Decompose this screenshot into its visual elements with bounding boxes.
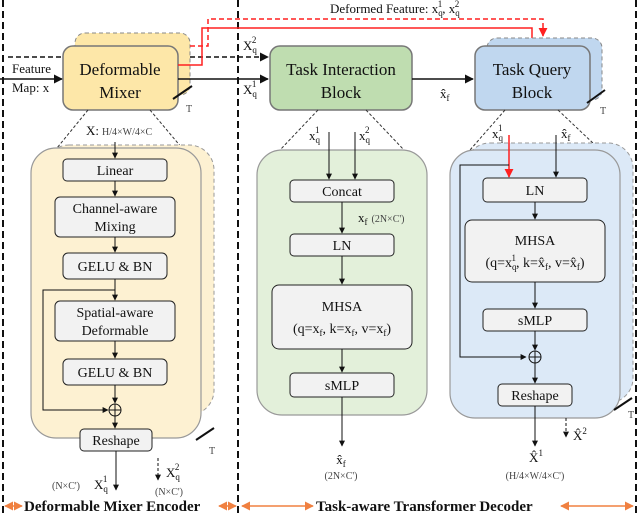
op-cam-label-1: Channel-aware — [73, 202, 158, 217]
xq1-label: Xq1 — [243, 79, 257, 99]
deformable-mixer-label-2: Mixer — [99, 83, 141, 102]
zoom-line-left — [469, 109, 506, 151]
feature-input-label-2: Map: x — [12, 80, 50, 95]
op-mhsa — [271, 284, 413, 350]
op-gelu-bn-2-label: GELU & BN — [78, 366, 153, 381]
tqb-out1-label: X̂1 — [529, 448, 543, 465]
tib-label-1: Task Interaction — [286, 60, 396, 79]
encoder-repeat-label: T — [209, 446, 215, 457]
op-mhsa-label: MHSA — [322, 300, 363, 315]
tqb-op-smlp-label: sMLP — [518, 314, 552, 329]
encoder-panel — [30, 147, 202, 439]
tib-label-2: Block — [321, 83, 362, 102]
tib-out-label: x̂f — [336, 452, 346, 469]
op-smlp-label: sMLP — [325, 379, 359, 394]
encoder-out1-dims: (N×C') — [52, 481, 80, 492]
deformable-mixer-block[interactable] — [62, 45, 179, 111]
repeat-tick-tqb — [586, 89, 606, 104]
tib-in1-label: xq1 — [309, 125, 321, 145]
encoder-out2-label: Xq2 — [166, 462, 180, 482]
tqb-out1-dims: (H/4×W/4×C') — [506, 471, 565, 482]
encoder-input-label: X:H/4×W/4×C — [86, 123, 152, 138]
xq2-label: Xq2 — [243, 35, 257, 55]
tqb-label-1: Task Query — [493, 60, 572, 79]
deformed-feature-xq2-line — [190, 18, 548, 47]
op-linear-label: Linear — [97, 164, 134, 179]
tqb-out2-label: X̂2 — [573, 426, 587, 443]
op-ln-label: LN — [333, 239, 352, 254]
task-query-block[interactable] — [474, 45, 591, 111]
op-cam-label-2: Mixing — [94, 220, 135, 235]
tqb-label-2: Block — [512, 83, 553, 102]
zoom-line-left — [279, 109, 319, 151]
zoom-line-right — [149, 109, 183, 149]
deformed-feature-xq1-line — [178, 27, 537, 66]
op-gelu-bn-1-label: GELU & BN — [78, 260, 153, 275]
tqb-op-mhsa-args: (q=xq1, k=x̂f, v=x̂f) — [485, 253, 584, 272]
tqb-in2-label: x̂f — [561, 126, 571, 143]
op-reshape-label: Reshape — [92, 434, 139, 449]
feature-input-label-1: Feature — [12, 61, 51, 76]
tqb-repeat-tick — [613, 397, 633, 411]
tqb-in1-label: xq1 — [492, 123, 504, 143]
op-sad-label-2: Deformable — [82, 324, 149, 339]
encoder-section-title: Deformable Mixer Encoder — [24, 499, 201, 515]
repeat-tick — [172, 85, 193, 100]
residual-line — [42, 289, 115, 413]
encoder-repeat-tick — [195, 427, 215, 441]
repeat-label-mixer: T — [186, 104, 192, 115]
tqb-op-reshape-label: Reshape — [511, 389, 558, 404]
zoom-line-right — [557, 109, 596, 146]
xf-hat-label: x̂f — [440, 86, 450, 103]
zoom-line-left — [56, 109, 89, 149]
tib-out-dims: (2N×C') — [325, 471, 358, 482]
zoom-line-right — [365, 109, 405, 151]
repeat-label-tqb: T — [600, 106, 606, 117]
decoder-section-title: Task-aware Transformer Decoder — [316, 499, 533, 515]
op-concat-label: Concat — [322, 185, 362, 200]
op-sad-label-1: Spatial-aware — [77, 306, 154, 321]
tqb-op-ln-label: LN — [526, 184, 545, 199]
tqb-residual-line — [459, 164, 527, 360]
deformable-mixer-label-1: Deformable — [79, 60, 160, 79]
tib-in2-label: xq2 — [359, 125, 371, 145]
encoder-out1-label: Xq1 — [94, 474, 108, 494]
encoder-out2-dims: (N×C') — [155, 487, 183, 498]
tib-xf-label: xf(2N×C') — [358, 210, 405, 227]
op-mhsa-args: (q=xf, k=xf, v=xf) — [293, 322, 391, 338]
op-mhsa — [464, 219, 606, 283]
tqb-op-mhsa-label: MHSA — [515, 234, 556, 249]
deformed-feature-label: Deformed Feature: xq1, xq2 — [330, 0, 460, 18]
tqb-repeat-label: T — [628, 410, 634, 421]
task-interaction-block[interactable] — [269, 45, 413, 111]
